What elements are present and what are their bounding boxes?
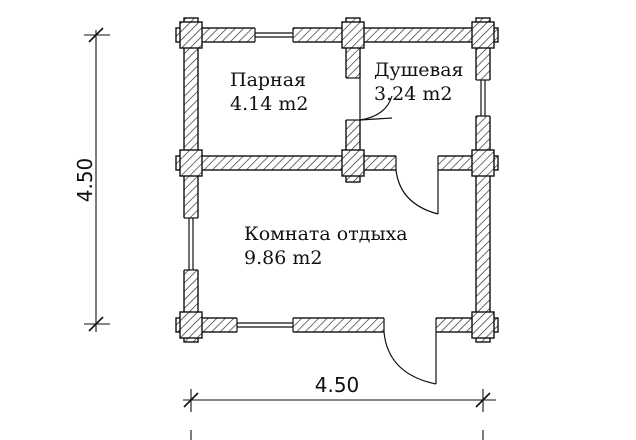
wall-bottom	[175, 317, 499, 333]
wall-top	[175, 27, 499, 43]
rest-room-area: 9.86 m2	[244, 247, 322, 269]
rest-room-name: Комната отдыха	[244, 223, 408, 245]
window-shower-right	[476, 79, 490, 117]
steam-room-area: 4.14 m2	[230, 93, 308, 115]
wall-middle	[175, 155, 499, 171]
openings	[183, 27, 491, 333]
windows	[184, 28, 490, 332]
dimension-vertical	[84, 27, 110, 332]
door-entrance	[383, 318, 437, 385]
window-rest-bottom	[236, 318, 294, 332]
steam-room-name: Парная	[230, 69, 306, 91]
doors	[346, 77, 439, 385]
wall-left	[183, 17, 199, 343]
window-rest-left	[184, 217, 198, 271]
log-ends	[179, 21, 495, 339]
shower-room-name: Душевая	[374, 59, 464, 81]
dimension-width-label: 4.50	[315, 373, 360, 397]
door-rest-shower	[395, 156, 439, 215]
dimension-horizontal	[183, 389, 496, 440]
dimension-height-label: 4.50	[73, 158, 97, 203]
door-steam-shower	[346, 77, 393, 121]
shower-room-area: 3.24 m2	[374, 83, 452, 105]
wall-right	[475, 17, 491, 343]
window-steam-top	[254, 28, 294, 42]
room-labels: Парная 4.14 m2 Душевая 3.24 m2 Комната о…	[230, 59, 464, 269]
